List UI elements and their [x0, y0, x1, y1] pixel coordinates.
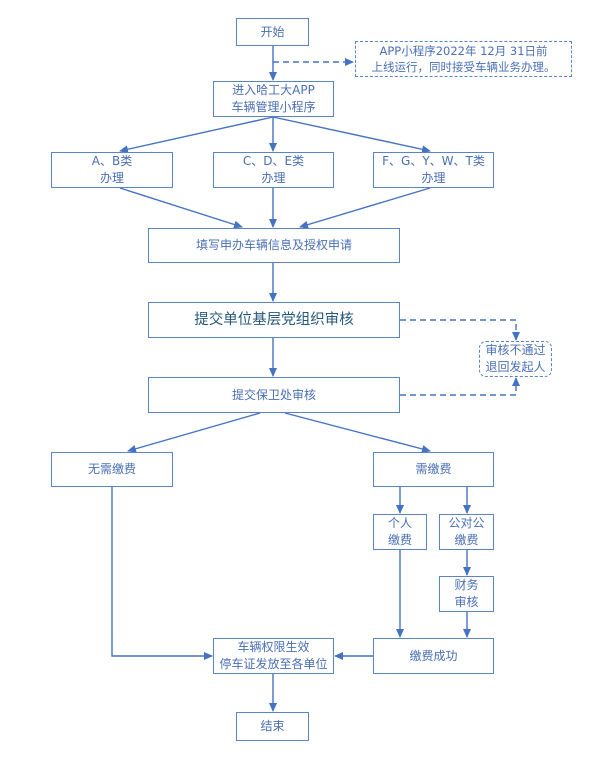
connector-security-review-to-no-fee [127, 412, 261, 453]
end-node: 结束 [236, 712, 309, 741]
fee-required-node: 需缴费 [373, 452, 494, 487]
class-fgywt-line-1: F、G、Y、W、T类 [382, 154, 485, 168]
connector-security-review-to-fee-required [284, 412, 431, 453]
no-fee-label: 无需缴费 [87, 462, 136, 476]
finance-review-line-2: 审核 [454, 595, 479, 609]
class-ab-line-2: 办理 [99, 171, 124, 185]
finance-review-node: 财务 审核 [439, 576, 494, 612]
class-ab-line-1: A、B类 [91, 154, 133, 168]
end-label: 结束 [260, 719, 285, 733]
security-review-node: 提交保卫处审核 [148, 377, 400, 413]
class-fgywt-node: F、G、Y、W、T类 办理 [373, 152, 494, 188]
corporate-pay-line-2: 缴费 [454, 533, 479, 547]
enter-app-line-1: 进入哈工大APP [232, 83, 315, 97]
reject-line-1: 审核不通过 [485, 343, 546, 357]
class-ab-node: A、B类 办理 [51, 152, 173, 188]
enter-app-line-2: 车辆管理小程序 [231, 100, 316, 114]
connector-party-review-to-reject [400, 319, 520, 341]
fill-info-node: 填写申办车辆信息及授权申请 [148, 228, 400, 263]
reject-line-2: 退回发起人 [485, 360, 546, 374]
start-label: 开始 [260, 24, 285, 39]
class-cde-line-1: C、D、E类 [242, 154, 305, 168]
reject-node: 审核不通过 退回发起人 [479, 341, 552, 377]
connector-security-review-to-reject [400, 377, 520, 396]
class-fgywt-line-2: 办理 [421, 171, 446, 185]
personal-pay-line-1: 个人 [387, 516, 412, 530]
no-fee-node: 无需缴费 [51, 452, 173, 487]
corporate-pay-line-1: 公对公 [448, 516, 485, 530]
class-cde-line-2: 办理 [261, 171, 286, 185]
launch-note: APP小程序2022年 12月 31日前 上线运行，同时接受车辆业务办理。 [355, 41, 572, 77]
connector-no-fee-to-permission-active [111, 487, 213, 660]
connector-enter-app-to-class-ab [119, 116, 274, 154]
permission-active-line-1: 车辆权限生效 [237, 640, 310, 654]
connector-class-ab-to-fill-info [119, 187, 243, 229]
finance-review-line-1: 财务 [454, 578, 479, 592]
launch-note-line-1: APP小程序2022年 12月 31日前 [379, 44, 548, 58]
start-node: 开始 [236, 18, 309, 46]
party-review-label: 提交单位基层党组织审核 [194, 311, 354, 328]
enter-app-node: 进入哈工大APP 车辆管理小程序 [213, 81, 334, 117]
fee-required-label: 需缴费 [415, 462, 452, 476]
fill-info-label: 填写申办车辆信息及授权申请 [195, 238, 352, 252]
connector-class-fgywt-to-fill-info [299, 187, 431, 229]
payment-success-node: 缴费成功 [373, 638, 494, 674]
permission-active-node: 车辆权限生效 停车证发放至各单位 [213, 638, 334, 674]
launch-note-line-2: 上线运行，同时接受车辆业务办理。 [371, 60, 556, 74]
party-review-node: 提交单位基层党组织审核 [148, 302, 400, 338]
permission-active-line-2: 停车证发放至各单位 [219, 657, 328, 671]
corporate-pay-node: 公对公 缴费 [439, 514, 494, 550]
connector-enter-app-to-class-fgywt [272, 116, 431, 154]
class-cde-node: C、D、E类 办理 [213, 152, 334, 188]
personal-pay-line-2: 缴费 [387, 533, 412, 547]
payment-success-label: 缴费成功 [409, 648, 458, 663]
personal-pay-node: 个人 缴费 [373, 514, 427, 550]
security-review-label: 提交保卫处审核 [231, 387, 316, 402]
